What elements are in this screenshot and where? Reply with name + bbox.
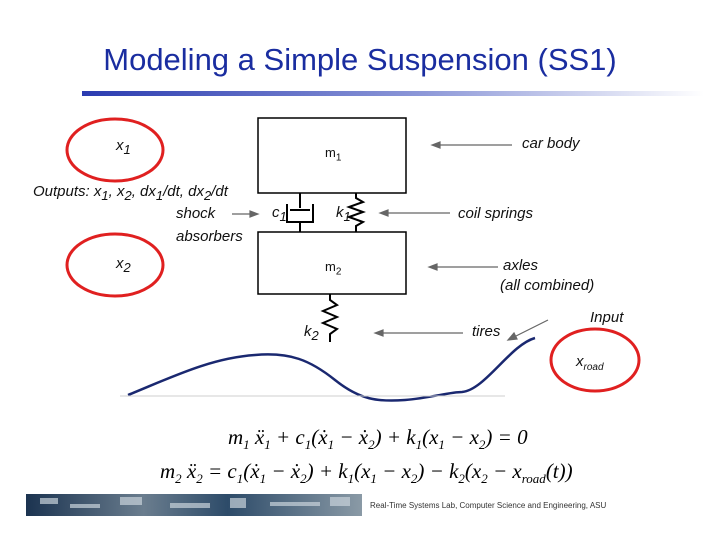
spring-k2 [320,294,340,342]
label-coil-springs: coil springs [458,205,534,222]
spring-k1 [346,193,366,232]
label-outputs: Outputs: x1, x2, dx1/dt, dx2/dt [33,183,228,203]
mass-m1-box [257,117,407,194]
xroad-highlight-ring [549,327,641,393]
label-m1: m1 [325,145,342,164]
equations-graphic: m1 ẍ1 + c1(ẋ1 − ẋ2) + k1(x1 − x2) = 0 m2… [160,425,573,486]
label-car-body: car body [522,135,580,152]
label-c1: c1 [272,204,287,224]
label-all-combined: (all combined) [500,277,595,294]
label-m2: m2 [325,259,342,278]
label-x1: x1 [116,137,131,157]
label-x2: x2 [116,255,131,275]
x1-highlight-ring [65,117,165,183]
label-shock: shock [176,205,216,222]
label-xroad: xroad [576,353,604,373]
road-profile [127,336,536,402]
label-tires: tires [472,323,501,340]
slide-title: Modeling a Simple Suspension (SS1) [103,42,617,77]
label-absorbers: absorbers [176,228,243,245]
mass-m2-box [257,231,407,295]
label-k2: k2 [304,323,319,343]
footer-credit: Real-Time Systems Lab, Computer Science … [370,501,607,510]
svg-text:m1 ẍ1 + c1(ẋ1 − ẋ2) + k1(x1 −: m1 ẍ1 + c1(ẋ1 − ẋ2) + k1(x1 − x2) = 0 [228,425,528,452]
title-rule [82,91,704,96]
x2-highlight-ring [65,232,165,298]
label-input: Input [590,309,624,326]
damper-c1 [286,193,314,232]
svg-text:m2 ẍ2 = c1(ẋ1 − ẋ2) + k1(x1 −: m2 ẍ2 = c1(ẋ1 − ẋ2) + k1(x1 − x2) − k2(x… [160,459,573,486]
label-axles: axles [503,257,539,274]
label-k1: k1 [336,204,351,224]
